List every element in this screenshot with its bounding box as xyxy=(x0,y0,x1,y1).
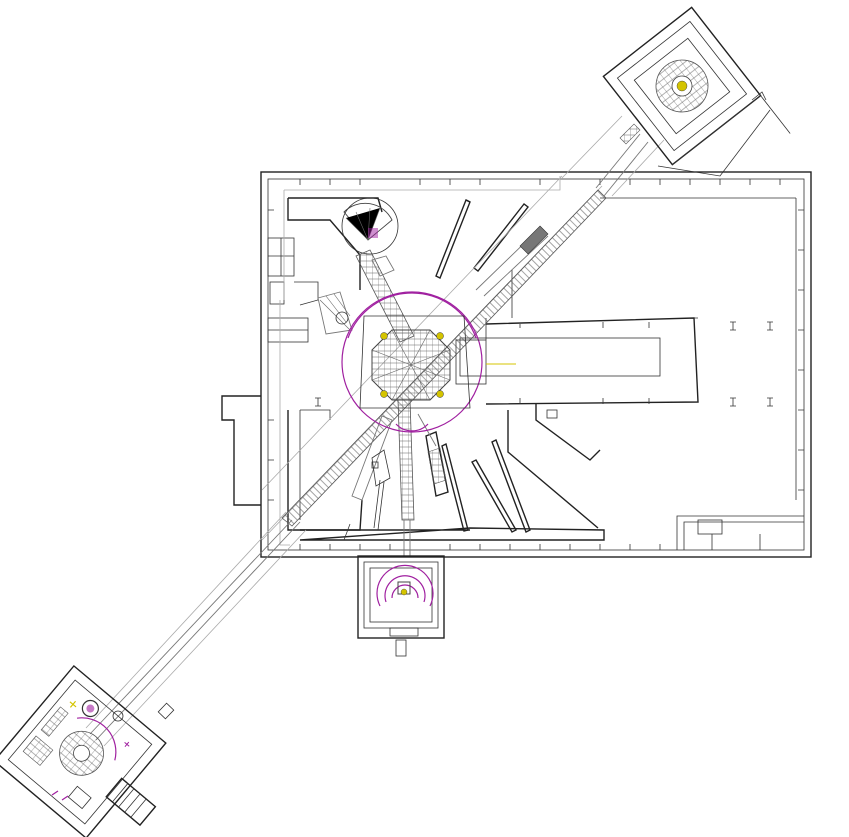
main-building xyxy=(221,171,812,558)
shielding-walls xyxy=(287,197,797,541)
nw-marker xyxy=(368,228,378,238)
beamline-nw xyxy=(317,197,415,343)
target-chamber xyxy=(341,291,516,433)
bottom-right-room xyxy=(676,515,804,550)
sw-stairs xyxy=(105,777,157,827)
sw-station xyxy=(0,664,167,837)
chamber-ring-outer xyxy=(341,291,483,433)
beamline-south xyxy=(343,399,449,556)
left-annex xyxy=(221,395,261,506)
left-offices xyxy=(267,237,319,343)
wall-notches xyxy=(268,179,804,550)
right-beam-channel xyxy=(459,337,661,377)
column-markers xyxy=(315,321,773,407)
ne-station xyxy=(602,6,791,166)
south-station xyxy=(357,555,445,657)
